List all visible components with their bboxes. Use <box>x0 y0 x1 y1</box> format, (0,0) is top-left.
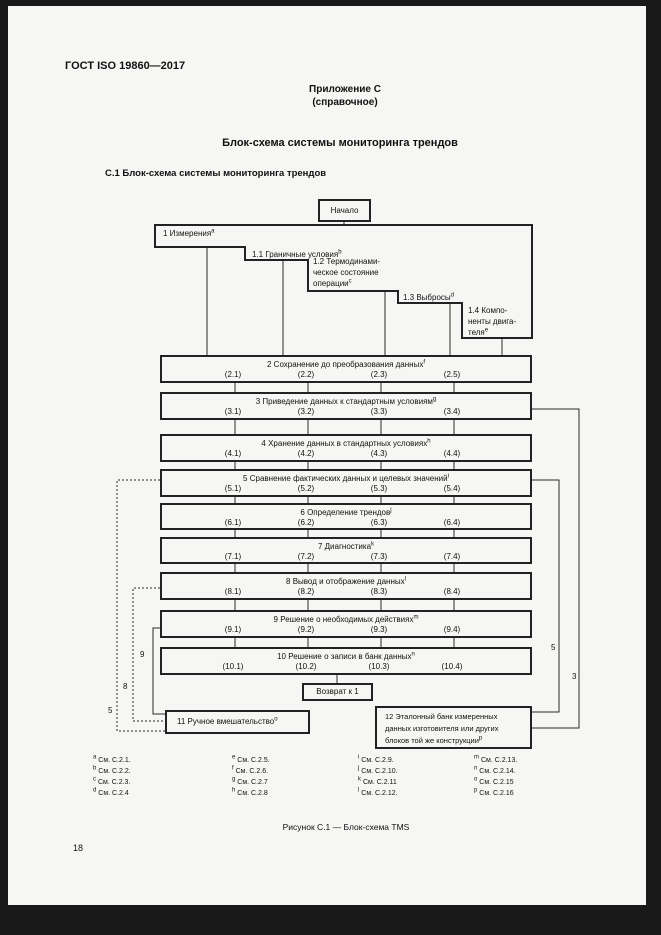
box3-title: 3 Приведение данных к стандартным услови… <box>255 396 437 406</box>
footnote-f: f См. С.2.6. <box>232 765 269 775</box>
return-label: Возврат к 1 <box>316 687 359 696</box>
footnote-column-1: a См. С.2.1. b См. С.2.2. c См. С.2.3. d… <box>93 755 131 799</box>
box3-num4: (3.4) <box>443 407 461 416</box>
footnote-n: n См. С.2.14. <box>474 765 516 775</box>
box3-num1: (3.1) <box>224 407 242 416</box>
box1-2-thermodynamic-state-label: 1.2 Термодинами- ческое состояние операц… <box>313 257 381 288</box>
footnote-c: c См. С.2.3. <box>93 776 131 786</box>
annex-title: Приложение С <box>309 84 381 95</box>
footnote-h: h См. С.2.8 <box>232 787 268 797</box>
box3-num3: (3.3) <box>370 407 388 416</box>
footnote-e: e См. С.2.5. <box>232 754 270 764</box>
box9-num1: (9.1) <box>224 625 242 634</box>
footnote-j: j См. С.2.10. <box>358 765 398 775</box>
box5-title: 5 Сравнение фактических данных и целевых… <box>243 473 449 483</box>
box10-num4: (10.4) <box>441 662 463 671</box>
box7-title: 7 Диагностикаk <box>317 541 375 551</box>
doc-header: ГОСТ ISO 19860—2017 <box>65 60 186 72</box>
box5-num4: (5.4) <box>443 484 461 493</box>
box2-store-before-transform: 2 Сохранение до преобразования данныхf (… <box>160 355 532 383</box>
box8-num3: (8.3) <box>370 587 388 596</box>
box6-num3: (6.3) <box>370 518 388 527</box>
box4-title: 4 Хранение данных в стандартных условиях… <box>261 438 431 448</box>
box4-num2: (4.2) <box>297 449 315 458</box>
box8-num1: (8.1) <box>224 587 242 596</box>
box1-3-emissions-label: 1.3 Выбросыd <box>403 292 455 302</box>
box8-output-display: 8 Вывод и отображение данныхl (8.1) (8.2… <box>160 572 532 600</box>
box4-num4: (4.4) <box>443 449 461 458</box>
footnote-i: i См. С.2.9. <box>358 754 394 764</box>
footnote-column-4: m См. С.2.13. n См. С.2.14. o См. С.2.15… <box>474 755 517 799</box>
figure-title: Блок-схема системы мониторинга трендов <box>222 137 458 149</box>
box5-compare-actual-target: 5 Сравнение фактических данных и целевых… <box>160 469 532 497</box>
box2-num1: (2.1) <box>224 370 242 379</box>
footnote-a: a См. С.2.1. <box>93 754 131 764</box>
box6-num2: (6.2) <box>297 518 315 527</box>
return-to-1-box: Возврат к 1 <box>302 683 373 701</box>
box11-label: 11 Ручное вмешательствоo <box>177 716 278 726</box>
start-box: Начало <box>318 199 371 222</box>
box8-title: 8 Вывод и отображение данныхl <box>286 576 406 586</box>
box7-diagnostics: 7 Диагностикаk (7.1) (7.2) (7.3) (7.4) <box>160 537 532 564</box>
box1-1-boundary-conditions-label: 1.1 Граничные условияb <box>252 249 342 259</box>
section-heading: С.1 Блок-схема системы мониторинга тренд… <box>105 168 327 179</box>
box7-num1: (7.1) <box>224 552 242 561</box>
box11-manual-intervention: 11 Ручное вмешательствоo <box>165 710 310 734</box>
box9-title: 9 Решение о необходимых действияхm <box>273 614 419 624</box>
box4-num3: (4.3) <box>370 449 388 458</box>
footnote-l: l См. С.2.12. <box>358 787 398 797</box>
figure-caption: Рисунок С.1 — Блок-схема TMS <box>282 822 410 832</box>
box9-num3: (9.3) <box>370 625 388 634</box>
box10-num1: (10.1) <box>222 662 244 671</box>
box2-num2: (2.2) <box>297 370 315 379</box>
box3-reduce-to-standard: 3 Приведение данных к стандартным услови… <box>160 392 532 420</box>
box7-num2: (7.2) <box>297 552 315 561</box>
box10-databank-record-decision: 10 Решение о записи в банк данныхn (10.1… <box>160 647 532 675</box>
edge-label-8: 8 <box>123 682 128 691</box>
box4-store-standard-conditions: 4 Хранение данных в стандартных условиях… <box>160 434 532 462</box>
box5-num1: (5.1) <box>224 484 242 493</box>
box3-num2: (3.2) <box>297 407 315 416</box>
box6-num4: (6.4) <box>443 518 461 527</box>
edge-label-3: 3 <box>572 672 577 681</box>
box7-num3: (7.3) <box>370 552 388 561</box>
box10-num2: (10.2) <box>295 662 317 671</box>
box6-num1: (6.1) <box>224 518 242 527</box>
page-number: 18 <box>73 843 84 853</box>
footnote-b: b См. С.2.2. <box>93 765 131 775</box>
box5-num3: (5.3) <box>370 484 388 493</box>
edge-label-5-right: 5 <box>551 643 556 652</box>
footnote-k: k См. С.2.11 <box>358 776 397 786</box>
box1-measurements-label: 1 Измеренияa <box>163 228 215 238</box>
box7-num4: (7.4) <box>443 552 461 561</box>
box2-title: 2 Сохранение до преобразования данныхf <box>267 359 425 369</box>
footnote-d: d См. С.2.4 <box>93 787 129 797</box>
edge-label-9: 9 <box>140 650 145 659</box>
annex-subtitle: (справочное) <box>312 97 378 108</box>
box4-num1: (4.1) <box>224 449 242 458</box>
box9-num4: (9.4) <box>443 625 461 634</box>
box5-num2: (5.2) <box>297 484 315 493</box>
box1-4-engine-components-label: 1.4 Компо- ненты двига- теляe <box>468 306 517 337</box>
edge-label-5-left: 5 <box>108 706 113 715</box>
box12-reference-databank: 12 Эталонный банк измеренных данных изго… <box>375 706 532 749</box>
box10-num3: (10.3) <box>368 662 390 671</box>
footnote-m: m См. С.2.13. <box>474 754 518 764</box>
footnote-column-2: e См. С.2.5. f См. С.2.6. g См. С.2.7 h … <box>232 755 270 799</box>
box6-title: 6 Определение трендовj <box>300 507 392 517</box>
footnote-column-3: i См. С.2.9. j См. С.2.10. k См. С.2.11 … <box>358 755 398 799</box>
footnote-p: p См. С.2.16 <box>474 787 514 797</box>
box6-trend-determination: 6 Определение трендовj (6.1) (6.2) (6.3)… <box>160 503 532 530</box>
box10-title: 10 Решение о записи в банк данныхn <box>277 651 415 661</box>
box8-num4: (8.4) <box>443 587 461 596</box>
box9-action-decision: 9 Решение о необходимых действияхm (9.1)… <box>160 610 532 638</box>
box2-num3: (2.3) <box>370 370 388 379</box>
start-label: Начало <box>330 205 359 215</box>
box9-num2: (9.2) <box>297 625 315 634</box>
footnote-o: o См. С.2.15 <box>474 776 514 786</box>
box2-num4: (2.5) <box>443 370 461 379</box>
box12-label: 12 Эталонный банк измеренных данных изго… <box>385 712 499 745</box>
box8-num2: (8.2) <box>297 587 315 596</box>
footnote-g: g См. С.2.7 <box>232 776 268 786</box>
